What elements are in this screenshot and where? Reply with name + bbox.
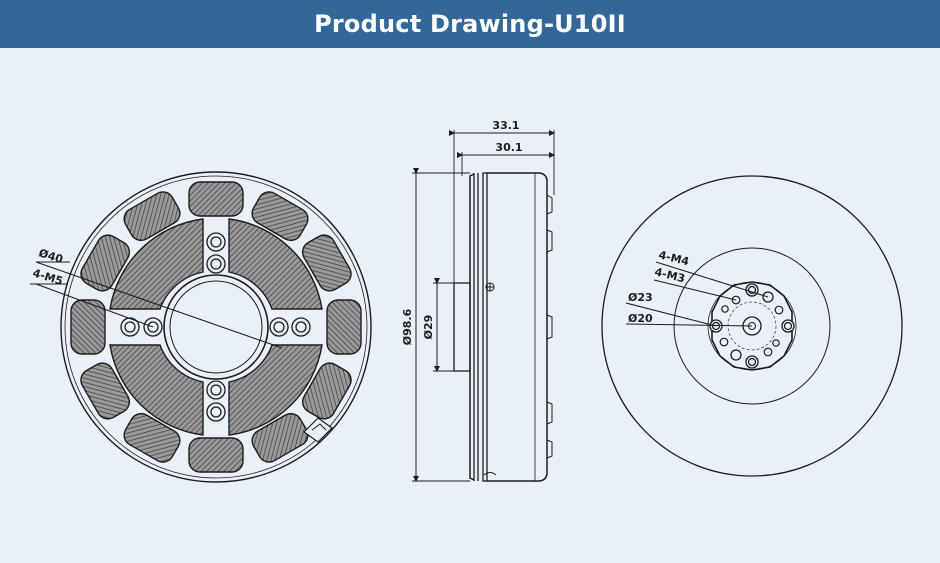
front-center-bore-inner xyxy=(169,280,263,374)
front-tab xyxy=(303,417,333,443)
page-title: Product Drawing-U10II xyxy=(314,10,626,38)
rear-m3-holes xyxy=(719,295,784,357)
technical-drawing: Ø40 4-M5 xyxy=(30,119,903,483)
label-4-m4: 4-M4 xyxy=(657,248,690,268)
front-inner-rim xyxy=(64,175,368,479)
side-view xyxy=(412,130,555,482)
label-o23: Ø23 xyxy=(628,291,653,304)
label-33-1: 33.1 xyxy=(492,119,519,132)
label-4-m3: 4-M3 xyxy=(653,265,686,285)
page-header: Product Drawing-U10II xyxy=(0,0,940,48)
label-o29: Ø29 xyxy=(422,315,435,340)
front-view xyxy=(30,171,372,483)
front-outer-rim xyxy=(60,171,372,483)
outer-ring-pads xyxy=(70,181,362,473)
front-center-bore xyxy=(163,274,269,380)
inner-quadrant-pads xyxy=(109,218,323,436)
rear-mid-ring xyxy=(673,247,831,405)
rear-outer-rim xyxy=(601,175,903,477)
label-4-m5: 4-M5 xyxy=(31,266,64,287)
front-mount-holes xyxy=(120,232,311,422)
label-o20: Ø20 xyxy=(628,312,653,325)
label-o98-6: Ø98.6 xyxy=(401,308,414,345)
label-30-1: 30.1 xyxy=(495,141,522,154)
label-o40: Ø40 xyxy=(37,246,65,266)
rear-view xyxy=(601,175,903,477)
